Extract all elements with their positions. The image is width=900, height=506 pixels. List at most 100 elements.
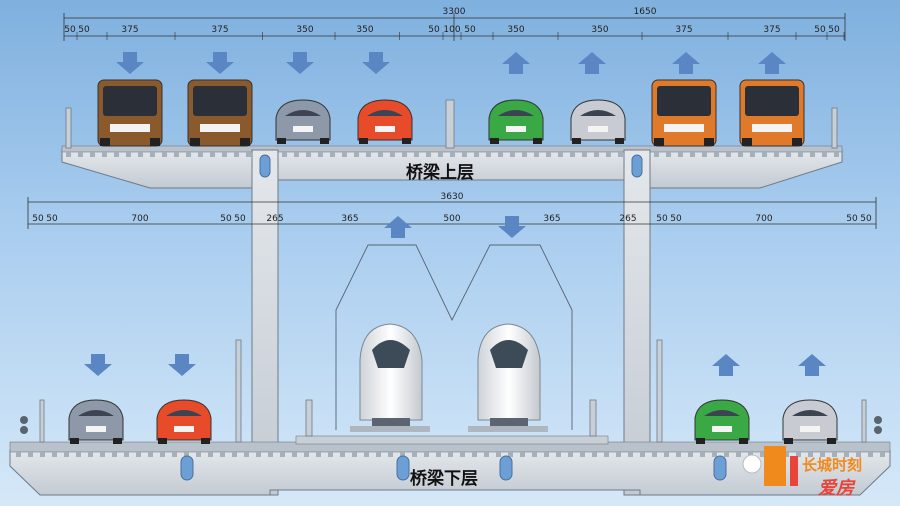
deck-tooth [750,152,755,157]
deck-tooth [762,152,767,157]
deck-tooth [210,152,215,157]
deck-tooth [126,152,131,157]
deck-tooth [160,452,165,457]
deck-tooth [534,152,539,157]
lower-deck-teeth [16,452,885,457]
deck-tooth [148,452,153,457]
up-arrow-icon [798,354,826,376]
bus [739,79,805,147]
deck-tooth [714,152,719,157]
deck-tooth [402,152,407,157]
deck-tooth [486,152,491,157]
deck-tooth [582,152,587,157]
lower-dim-label: 265 [266,214,283,224]
deck-tooth [196,452,201,457]
deck-tooth [376,452,381,457]
deck-tooth [102,152,107,157]
lower-total-dim: 3630 [441,192,464,202]
deck-tooth [90,152,95,157]
bus [97,79,163,147]
deck-tooth [294,152,299,157]
deck-tooth [64,452,69,457]
deck-tooth [280,452,285,457]
down-arrow-icon [206,52,234,74]
deck-tooth [436,452,441,457]
deck-tooth [474,152,479,157]
upper-dim-label: 50 [428,25,440,35]
deck-tooth [606,152,611,157]
lower-dim-label: 50 [670,214,682,224]
deck-tooth [112,452,117,457]
upper-dim-label: 375 [675,25,692,35]
lower-deck-barriers [39,339,867,443]
car [570,99,626,144]
deck-tooth [136,452,141,457]
deck-tooth [810,152,815,157]
lower-dim-label: 700 [755,214,772,224]
deck-tooth [246,152,251,157]
deck-tooth [628,452,633,457]
deck-tooth [702,152,707,157]
upper-dim-label: 50 [814,25,826,35]
deck-tooth [198,152,203,157]
deck-tooth [568,452,573,457]
deck-tooth [78,152,83,157]
deck-tooth [472,452,477,457]
deck-tooth [640,452,645,457]
upper-dim-label: 350 [356,25,373,35]
up-arrow-icon [578,52,606,74]
deck-tooth [316,452,321,457]
deck-tooth [822,152,827,157]
deck-tooth [558,152,563,157]
deck-tooth [174,152,179,157]
down-arrow-icon [84,354,112,376]
deck-tooth [304,452,309,457]
watermark-line1: 长城时刻 [802,456,862,474]
train-left [350,323,430,432]
lower-dim-label: 365 [543,214,560,224]
train-clearance-envelope [335,244,573,430]
deck-tooth [114,152,119,157]
deck-tooth [364,452,369,457]
deck-tooth [736,452,741,457]
column-windows [259,154,643,479]
deck-tooth [808,452,813,457]
deck-tooth [616,452,621,457]
deck-tooth [340,452,345,457]
deck-tooth [532,452,537,457]
deck-tooth [366,152,371,157]
upper-dim-label: 100 [443,25,460,35]
lower-dim-label: 50 [32,214,44,224]
deck-tooth [460,452,465,457]
up-arrow-icon [502,52,530,74]
deck-tooth [522,152,527,157]
upper-deck-label: 桥梁上层 [406,162,474,183]
deck-tooth [438,152,443,157]
deck-tooth [544,452,549,457]
upper-dimension-lines [63,13,846,41]
deck-tooth [508,452,513,457]
deck-tooth [520,452,525,457]
deck-tooth [172,452,177,457]
upper-dim-label: 375 [211,25,228,35]
deck-tooth [844,452,849,457]
deck-tooth [820,452,825,457]
deck-tooth [28,452,33,457]
deck-tooth [52,452,57,457]
deck-tooth [388,452,393,457]
lower-dim-label: 50 [656,214,668,224]
deck-tooth [352,452,357,457]
deck-tooth [664,452,669,457]
upper-right-dim: 1650 [634,7,657,17]
deck-tooth [712,452,717,457]
deck-tooth [342,152,347,157]
deck-tooth [186,152,191,157]
deck-tooth [796,452,801,457]
lower-dim-label: 265 [619,214,636,224]
deck-tooth [856,452,861,457]
down-arrow-icon [498,216,526,238]
deck-tooth [748,452,753,457]
car [156,399,212,444]
